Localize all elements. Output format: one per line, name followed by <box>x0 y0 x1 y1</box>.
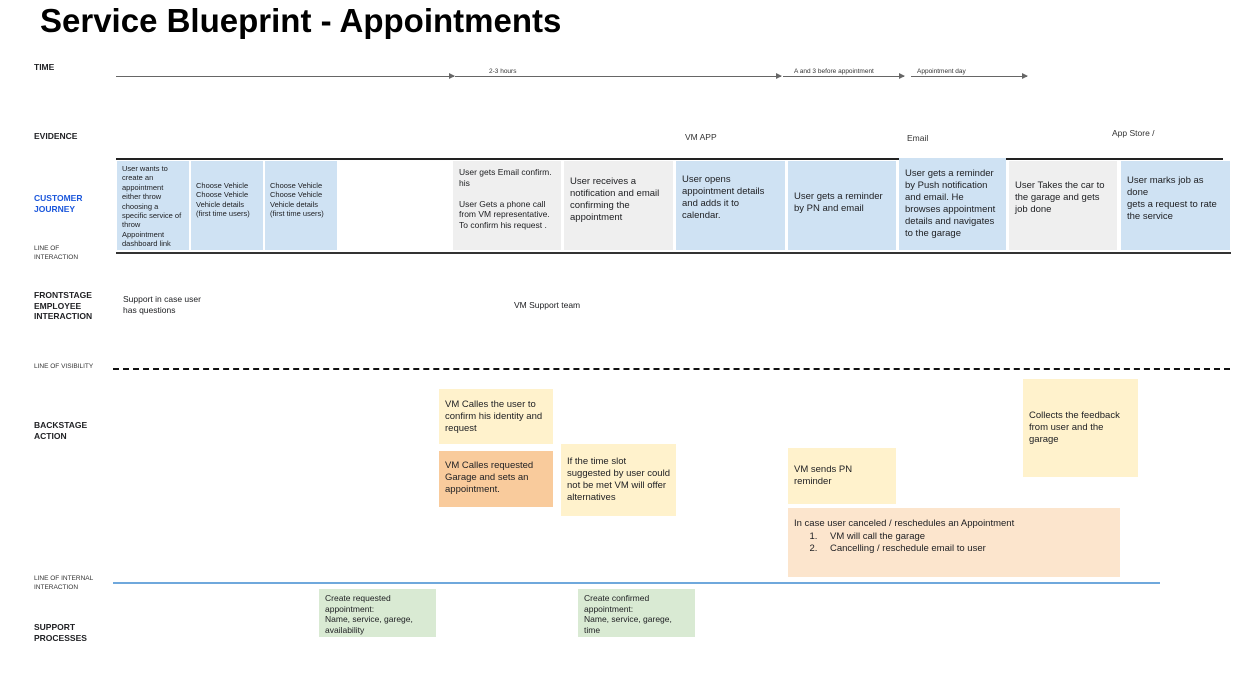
journey-card: User wants to create an appointment eith… <box>117 161 189 250</box>
cancel-step: VM will call the garage <box>820 531 1114 543</box>
time-label: 2-3 hours <box>489 68 517 75</box>
row-label-customer-journey: CUSTOMER JOURNEY <box>34 193 83 214</box>
line-label-visibility: LINE OF VISIBILITY <box>34 363 94 370</box>
backstage-card: If the time slot suggested by user could… <box>561 444 676 516</box>
frontstage-support-text: Support in case user has questions <box>123 294 201 315</box>
line-of-interaction <box>116 252 1231 254</box>
journey-card: User gets a reminder by PN and email <box>788 161 896 250</box>
backstage-card: Collects the feedback from user and the … <box>1023 379 1138 477</box>
line-of-internal-interaction <box>113 582 1160 584</box>
journey-card: User Takes the car to the garage and get… <box>1009 161 1117 250</box>
journey-card: Choose Vehicle Choose Vehicle Vehicle de… <box>191 161 263 250</box>
backstage-card: VM Calles requested Garage and sets an a… <box>439 451 553 507</box>
evidence-label: App Store / <box>1112 128 1155 138</box>
row-label-backstage: BACKSTAGE ACTION <box>34 420 88 441</box>
time-label: A and 3 before appointment <box>794 68 874 75</box>
evidence-label: VM APP <box>685 132 717 142</box>
evidence-label: Email <box>907 133 929 143</box>
cancel-card-title: In case user canceled / reschedules an A… <box>794 518 1015 529</box>
time-arrow-4 <box>911 73 1028 79</box>
row-label-time: TIME <box>34 62 55 72</box>
journey-card: User opens appointment details and adds … <box>676 161 785 250</box>
evidence-divider <box>116 158 1223 160</box>
cancel-step: Cancelling / reschedule email to user <box>820 543 1114 555</box>
journey-card: User gets a reminder by Push notificatio… <box>899 158 1006 250</box>
backstage-card: VM sends PN reminder <box>788 448 896 504</box>
journey-card: User marks job as done gets a request to… <box>1121 161 1230 250</box>
line-of-visibility <box>113 368 1230 370</box>
journey-card: Choose Vehicle Choose Vehicle Vehicle de… <box>265 161 337 250</box>
time-arrow-2 <box>455 73 782 79</box>
line-label-interaction: LINE OF INTERACTION <box>34 245 79 261</box>
row-label-support: SUPPORT PROCESSES <box>34 622 87 643</box>
row-label-frontstage: FRONTSTAGE EMPLOYEE INTERACTION <box>34 290 93 321</box>
journey-card: User gets Email confirm. his User Gets a… <box>453 161 561 250</box>
time-label: Appointment day <box>917 68 966 75</box>
support-card: Create requested appointment: Name, serv… <box>319 589 436 637</box>
backstage-card: VM Calles the user to confirm his identi… <box>439 389 553 444</box>
cancel-card: In case user canceled / reschedules an A… <box>788 508 1120 577</box>
time-arrow-3 <box>783 73 905 79</box>
time-arrow-1 <box>116 73 455 79</box>
frontstage-team-text: VM Support team <box>514 300 581 310</box>
journey-card: User receives a notification and email c… <box>564 161 673 250</box>
line-label-internal: LINE OF INTERNAL INTERACTION <box>34 575 94 591</box>
support-card: Create confirmed appointment: Name, serv… <box>578 589 695 637</box>
row-label-evidence: EVIDENCE <box>34 131 78 141</box>
page-title: Service Blueprint - Appointments <box>40 2 562 39</box>
